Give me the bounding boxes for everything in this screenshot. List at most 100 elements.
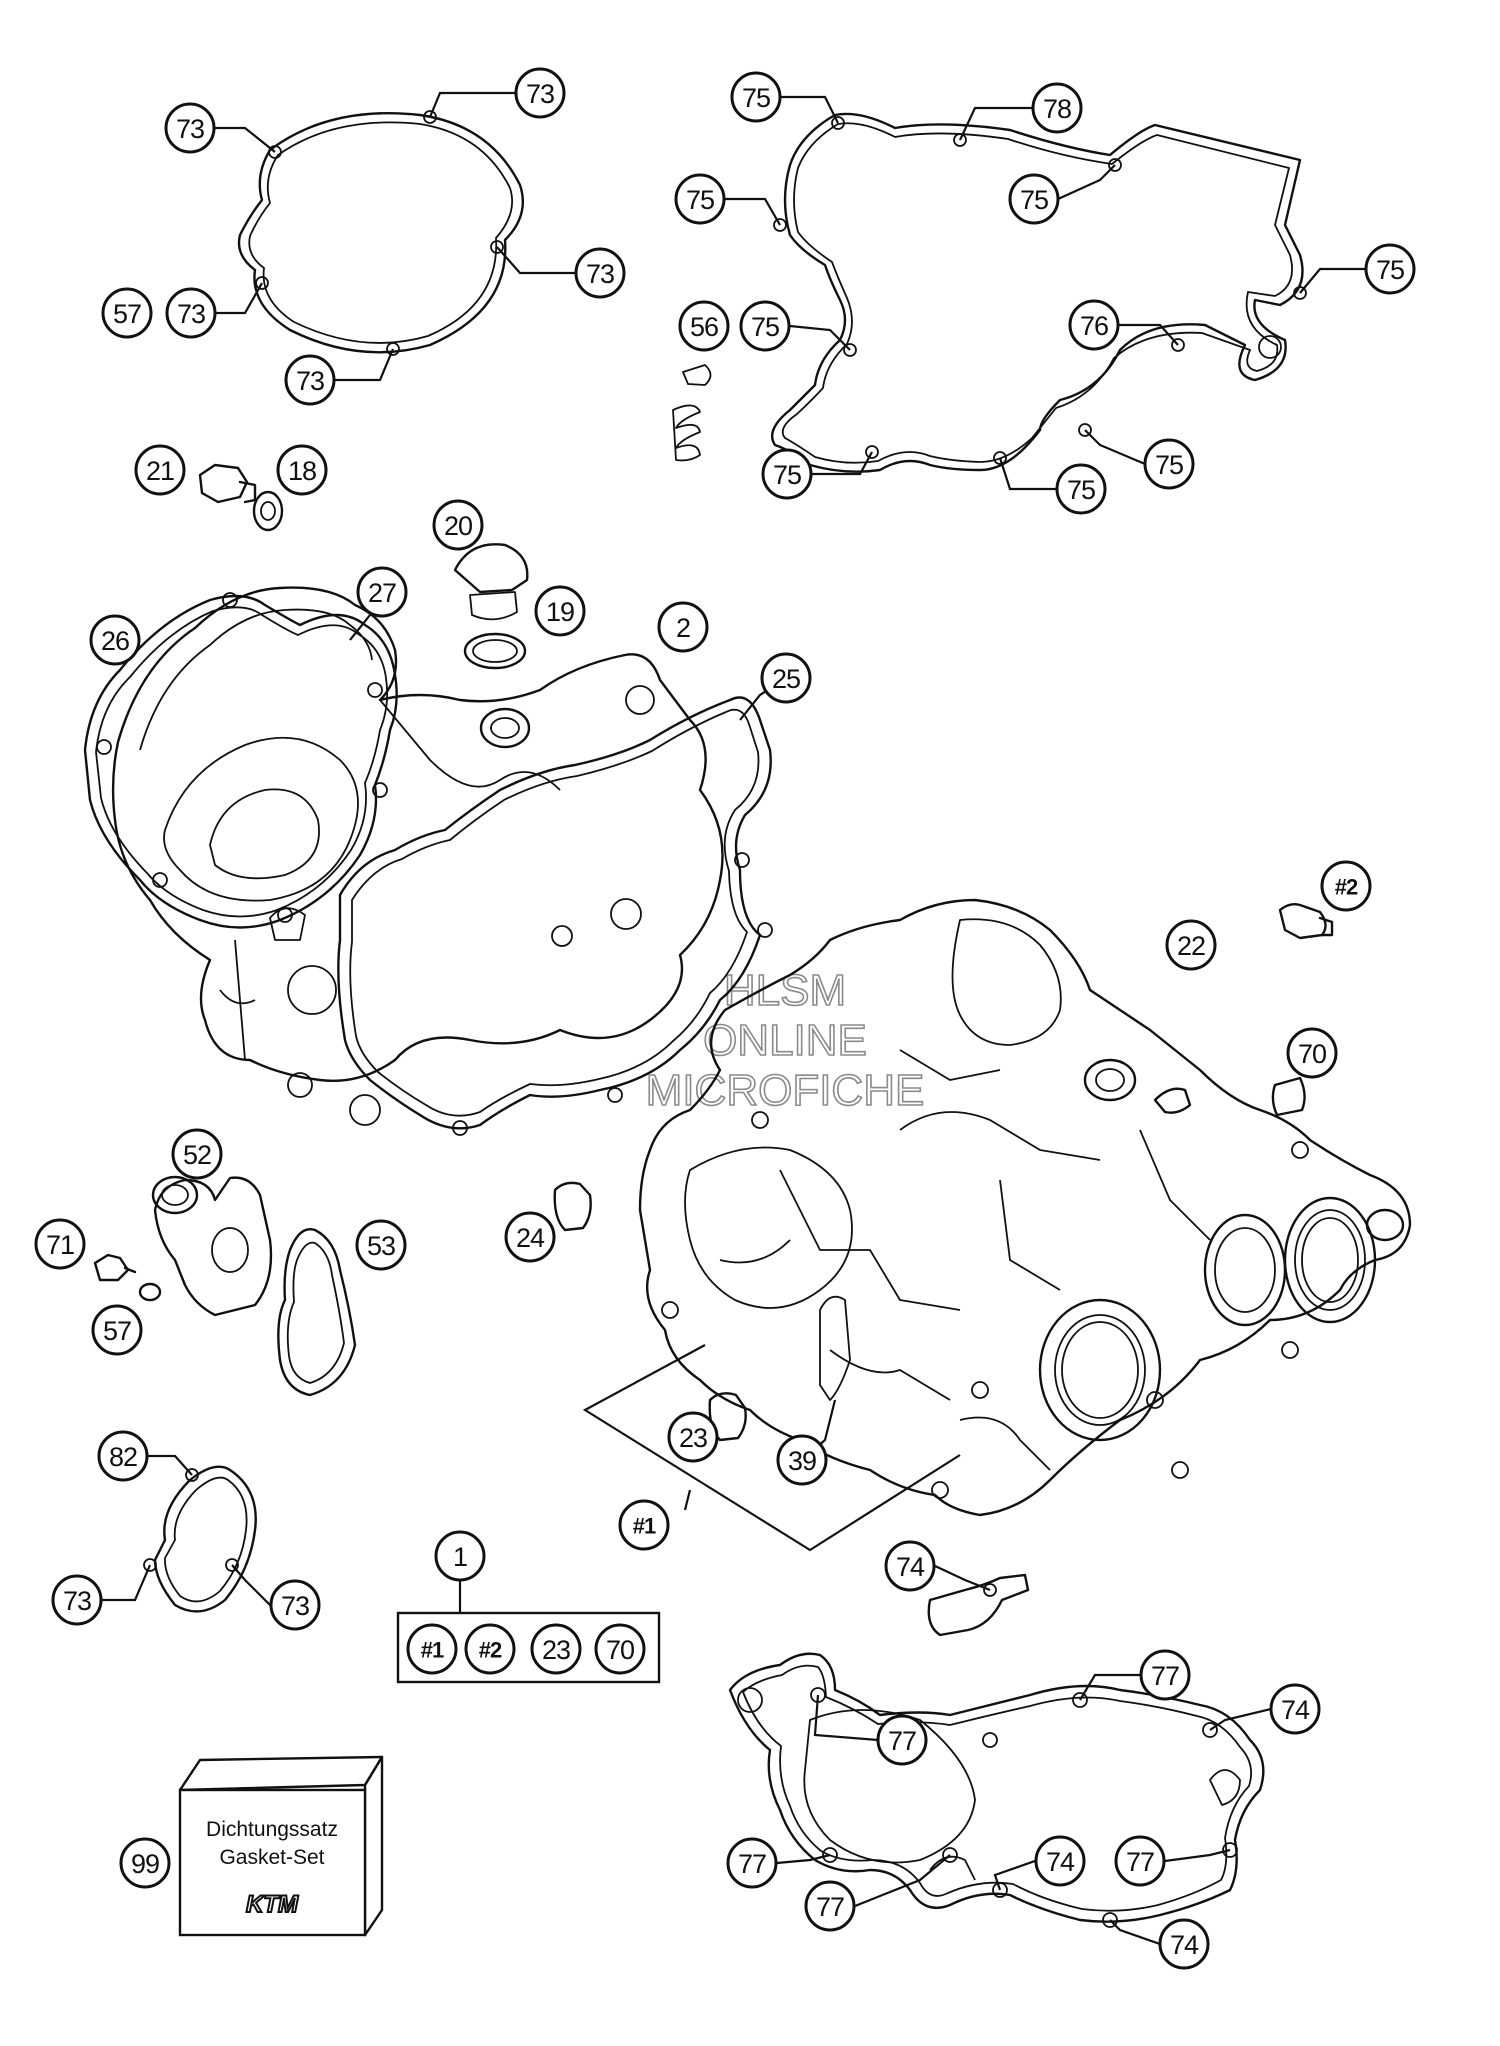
callout-circle xyxy=(574,247,626,299)
callout-label: 73 xyxy=(526,79,554,109)
callout-circle xyxy=(534,585,586,637)
callout-label: 52 xyxy=(183,1140,211,1170)
callout-label: 56 xyxy=(690,312,718,342)
callout-circle xyxy=(739,300,791,352)
callout-circle xyxy=(51,1574,103,1626)
callout-label: #1 xyxy=(633,1514,656,1539)
callout-circle xyxy=(89,614,141,666)
callout-label: 26 xyxy=(101,626,129,656)
callout-label: 75 xyxy=(1155,450,1183,480)
callout-label: 21 xyxy=(146,456,174,486)
gasket-set-title-english: Gasket-Set xyxy=(219,1846,324,1869)
callout-label: 82 xyxy=(109,1442,137,1472)
callout-label: 20 xyxy=(444,511,472,541)
callout-circle xyxy=(761,448,813,500)
callout-label: 74 xyxy=(896,1552,925,1582)
callout-circle xyxy=(164,102,216,154)
callout-circle xyxy=(34,1218,86,1270)
callout-label: 73 xyxy=(176,114,204,144)
callout-circle xyxy=(1269,1683,1321,1735)
callout-label: 18 xyxy=(288,456,316,486)
callout-circle xyxy=(726,1837,778,1889)
crankcase xyxy=(638,898,1412,1517)
callout-label: 23 xyxy=(542,1635,570,1665)
oil-filler-plug xyxy=(453,543,529,670)
callout-circle xyxy=(667,1411,719,1463)
callout-circle xyxy=(1114,1835,1166,1887)
callout-circle xyxy=(171,1128,223,1180)
callout-circle xyxy=(1320,860,1372,912)
callout-label: 75 xyxy=(1067,475,1095,505)
callout-label: 77 xyxy=(738,1849,766,1879)
callout-label: #2 xyxy=(1335,875,1358,900)
callout-circle xyxy=(1055,463,1107,515)
callout-label: 22 xyxy=(1177,931,1205,961)
crankcase-set-outline xyxy=(582,1344,961,1552)
callout-circle xyxy=(1364,243,1416,295)
crankcase-gasket-small xyxy=(927,1573,1030,1637)
callout-circle xyxy=(1286,1027,1338,1079)
callout-circle xyxy=(134,444,186,496)
callout-circle xyxy=(464,1623,516,1675)
callout-circle xyxy=(1031,82,1083,134)
callout-label: 74 xyxy=(1281,1695,1310,1725)
callout-label: 75 xyxy=(686,185,714,215)
callout-label: 76 xyxy=(1080,311,1108,341)
callout-label: 53 xyxy=(367,1231,395,1261)
callout-label: 75 xyxy=(751,312,779,342)
callout-label: 77 xyxy=(888,1726,916,1756)
clutch-cover-gasket xyxy=(770,112,1307,473)
callout-label: 2 xyxy=(676,613,690,643)
callout-label: 77 xyxy=(1151,1661,1179,1691)
callout-circle xyxy=(269,1579,321,1631)
callout-circle xyxy=(618,1499,670,1551)
callout-circle xyxy=(657,601,709,653)
callout-circle xyxy=(1165,919,1217,971)
callout-circle xyxy=(1068,299,1120,351)
callout-circle xyxy=(504,1211,556,1263)
callout-circle xyxy=(730,71,782,123)
callout-label: 74 xyxy=(1170,1930,1199,1960)
watermark-line-2: ONLINE xyxy=(703,1016,867,1065)
callout-circle xyxy=(804,1880,856,1932)
callout-label: #2 xyxy=(479,1638,502,1663)
callout-label: 75 xyxy=(1376,255,1404,285)
callout-circle xyxy=(97,1430,149,1482)
callout-circle xyxy=(876,1714,928,1766)
gasket-set-title-german: Dichtungssatz xyxy=(206,1818,338,1841)
callout-circle xyxy=(165,287,217,339)
water-pump-cover xyxy=(93,1175,357,1397)
callout-circle xyxy=(276,444,328,496)
callout-circle xyxy=(1008,173,1060,225)
ignition-cover-gasket xyxy=(237,110,525,356)
small-parts xyxy=(553,902,1334,1442)
callout-circle xyxy=(91,1304,143,1356)
callout-label: 75 xyxy=(773,460,801,490)
callout-label: 78 xyxy=(1043,94,1071,124)
ktm-logo: KTM xyxy=(246,1891,299,1918)
callout-label: 57 xyxy=(103,1316,131,1346)
callout-label: 57 xyxy=(113,299,141,329)
callout-label: 39 xyxy=(788,1446,816,1476)
callout-label: 70 xyxy=(606,1635,634,1665)
callout-label: 75 xyxy=(742,83,770,113)
callout-label: 73 xyxy=(281,1591,309,1621)
callout-label: 73 xyxy=(296,366,324,396)
callout-circle xyxy=(284,354,336,406)
callout-label: 73 xyxy=(177,299,205,329)
callout-label: 74 xyxy=(1046,1847,1075,1877)
callout-circle xyxy=(356,566,408,618)
callout-circle xyxy=(119,1837,171,1889)
callout-label: 75 xyxy=(1020,185,1048,215)
callout-label: #1 xyxy=(421,1638,444,1663)
callout-label: 70 xyxy=(1298,1039,1326,1069)
callout-circle xyxy=(760,652,812,704)
clutch-cover-inner-gasket xyxy=(337,696,773,1136)
callout-circle xyxy=(406,1623,458,1675)
callout-circle xyxy=(434,1530,486,1582)
callout-label: 25 xyxy=(772,664,800,694)
water-pump-gasket xyxy=(143,1465,257,1613)
spring-clip xyxy=(672,364,712,462)
crankcase-seal xyxy=(819,1295,851,1401)
crankcase-gasket xyxy=(728,1652,1265,1928)
